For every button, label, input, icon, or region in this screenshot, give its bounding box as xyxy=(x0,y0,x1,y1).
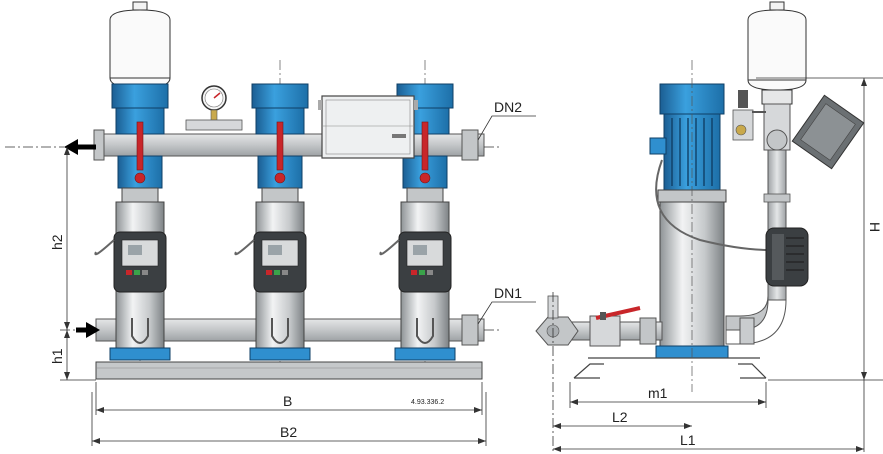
front-view: 4.93.336.2 xyxy=(5,1,536,446)
pump-coupling xyxy=(406,187,444,203)
pump-coupling xyxy=(261,187,299,203)
power-cable xyxy=(379,239,400,256)
drive-screen xyxy=(128,245,142,255)
inlet-arrow-icon xyxy=(76,322,100,338)
power-cable xyxy=(94,239,115,256)
side-drive-unit xyxy=(765,227,809,287)
pump-unit xyxy=(234,83,311,361)
drive-screen xyxy=(413,245,427,255)
pump-foot xyxy=(249,347,311,361)
valve-knob xyxy=(274,172,286,184)
control-box xyxy=(318,95,418,159)
valve-handle xyxy=(421,121,429,171)
side-pressure-tank xyxy=(747,1,807,105)
label-l2: L2 xyxy=(612,409,628,425)
label-dn2: DN2 xyxy=(494,99,522,115)
pump-row xyxy=(94,83,456,361)
drive-button-red xyxy=(266,270,272,275)
drive-button-gray xyxy=(427,270,433,275)
label-b2: B2 xyxy=(280,424,297,440)
drive-screen xyxy=(268,245,282,255)
side-control-box xyxy=(791,94,865,170)
label-l1: L1 xyxy=(680,432,696,448)
pump-coupling xyxy=(121,187,159,203)
outlet-arrow-icon xyxy=(64,139,96,155)
pressure-tank xyxy=(109,1,171,89)
motor-cap xyxy=(251,83,309,109)
label-h: H xyxy=(867,222,883,232)
drive-button-green xyxy=(274,270,280,275)
pump-unit xyxy=(379,83,456,361)
pump-foot xyxy=(109,347,171,361)
side-view: H m1 L2 L1 xyxy=(535,1,883,452)
pump-unit xyxy=(94,83,171,361)
label-h1: h1 xyxy=(49,348,65,364)
side-suction-line xyxy=(535,295,663,347)
label-h2: h2 xyxy=(49,234,65,250)
drive-button-green xyxy=(419,270,425,275)
motor-cap xyxy=(111,83,169,109)
valve-handle xyxy=(276,121,284,171)
drive-button-red xyxy=(126,270,132,275)
gauge-icon xyxy=(185,85,243,131)
drive-button-gray xyxy=(142,270,148,275)
drawing-code: 4.93.336.2 xyxy=(411,399,444,406)
suction-connection xyxy=(131,318,149,344)
label-dn1: DN1 xyxy=(494,285,522,301)
valve-knob xyxy=(419,172,431,184)
side-base xyxy=(573,357,767,379)
label-m1: m1 xyxy=(648,385,668,401)
pump-foot xyxy=(394,347,456,361)
valve-handle xyxy=(136,121,144,171)
side-discharge-riser xyxy=(725,90,791,345)
drive-button-green xyxy=(134,270,140,275)
drive-button-gray xyxy=(282,270,288,275)
base-frame xyxy=(95,361,483,380)
side-motor xyxy=(649,83,725,191)
power-cable xyxy=(234,239,255,256)
drive-button-red xyxy=(411,270,417,275)
valve-knob xyxy=(134,172,146,184)
label-b: B xyxy=(283,393,292,409)
suction-connection xyxy=(271,318,289,344)
suction-connection xyxy=(416,318,434,344)
